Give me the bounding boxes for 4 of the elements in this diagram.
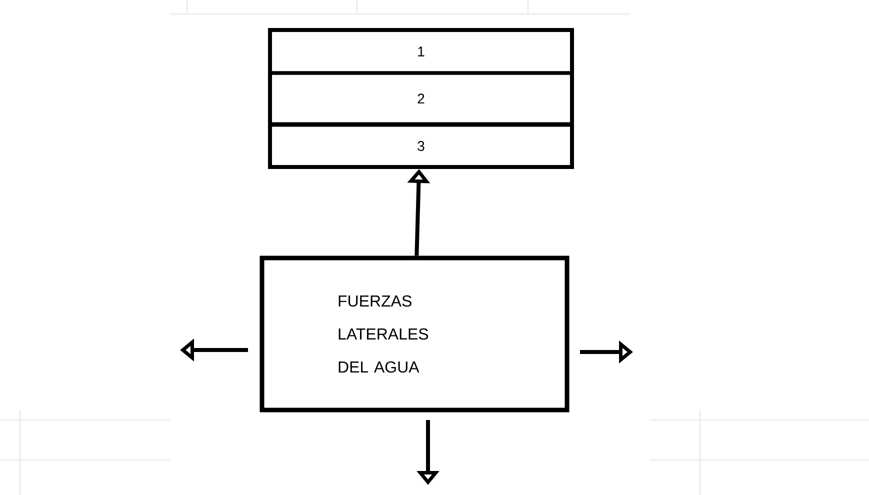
table-row: 3 xyxy=(268,123,574,169)
process-box: FUERZAS LATERALES DEL AGUA xyxy=(260,256,570,412)
table-row: 1 xyxy=(268,28,574,75)
table-row: 2 xyxy=(268,71,574,126)
